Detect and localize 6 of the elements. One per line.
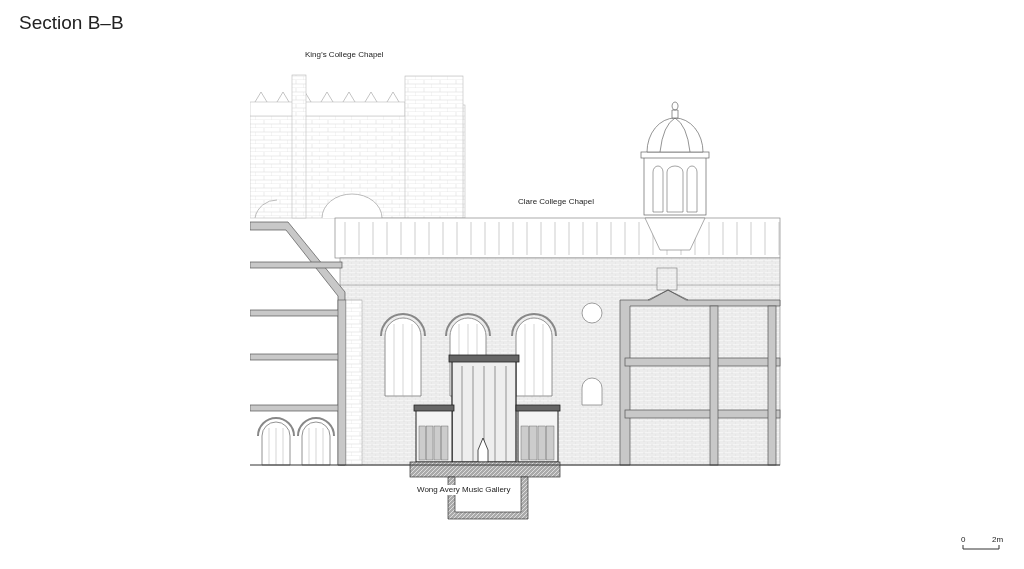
scale-label: 0 [960,535,967,545]
building-label: Clare College Chapel [517,197,596,207]
building-label: King’s College Chapel [304,50,385,60]
drawing-title: Section B–B [19,12,124,34]
scale-label: 2m [991,535,1005,545]
building-label: Wong Avery Music Gallery [416,485,512,495]
